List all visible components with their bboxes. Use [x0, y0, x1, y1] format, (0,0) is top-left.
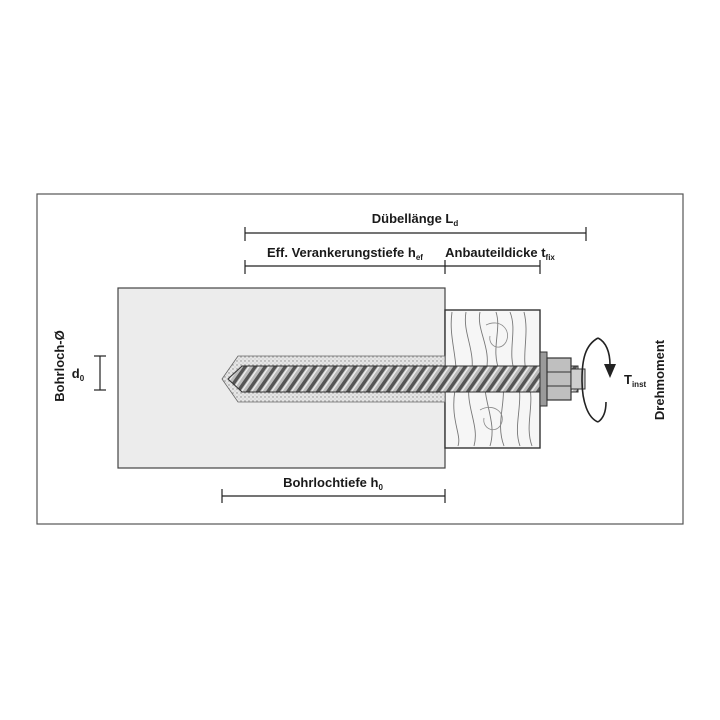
label-drehmoment: Drehmoment: [652, 339, 667, 420]
label-duebellaenge: Dübellänge Ld: [372, 211, 459, 228]
dimension-anbauteil: [445, 260, 541, 274]
dimension-bohrlochtiefe: [221, 489, 446, 503]
label-bohrloch-durchmesser: Bohrloch-Ø: [52, 330, 67, 402]
label-bohrlochtiefe: Bohrlochtiefe h0: [283, 475, 383, 492]
dimension-d0: [94, 355, 106, 391]
label-d0: d0: [72, 366, 85, 383]
washer: [539, 351, 548, 407]
torque-arrow-icon: [581, 337, 616, 423]
hex-nut: [546, 357, 572, 401]
dimension-verankerung: [244, 260, 446, 274]
label-tinst: Tinst: [624, 372, 647, 389]
dimension-duebellaenge: [244, 227, 587, 241]
label-anbauteil: Anbauteildicke tfix: [445, 245, 555, 262]
threaded-rod: [227, 365, 579, 393]
label-verankerung: Eff. Verankerungstiefe hef: [267, 245, 423, 262]
